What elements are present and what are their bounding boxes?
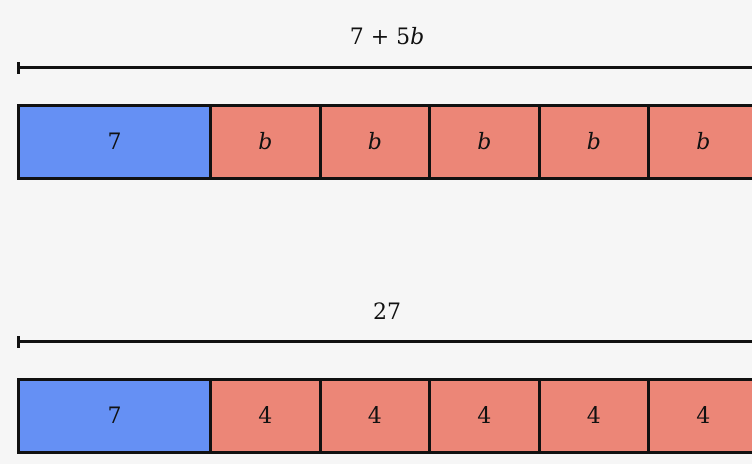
bottom-total-label: 27: [0, 300, 752, 326]
bottom-segment-2: 4: [318, 378, 431, 454]
bottom-total-bracket: [17, 336, 752, 348]
top-segment-4: b: [537, 104, 650, 180]
bottom-segment-5: 4: [647, 378, 752, 454]
top-label-part-2: 5: [396, 25, 411, 50]
bottom-segment-0: 7: [17, 378, 212, 454]
bottom-segment-4: 4: [537, 378, 650, 454]
bottom-segment-1: 4: [209, 378, 322, 454]
top-bracket-line: [17, 66, 752, 69]
top-total-label: 7 + 5b: [0, 25, 752, 51]
top-label-part-1: +: [363, 25, 397, 50]
top-bracket-left-cap: [17, 62, 20, 74]
top-total-bracket: [17, 62, 752, 74]
bottom-label-part-0: 27: [373, 300, 401, 325]
bottom-segment-3: 4: [428, 378, 541, 454]
top-segment-0: 7: [17, 104, 212, 180]
top-segment-5: b: [647, 104, 752, 180]
top-segment-3: b: [428, 104, 541, 180]
top-segment-1: b: [209, 104, 322, 180]
top-label-part-0: 7: [349, 25, 364, 50]
bottom-bracket-line: [17, 340, 752, 343]
bottom-bracket-left-cap: [17, 336, 20, 348]
top-segment-2: b: [318, 104, 431, 180]
top-label-part-3: b: [410, 25, 425, 50]
